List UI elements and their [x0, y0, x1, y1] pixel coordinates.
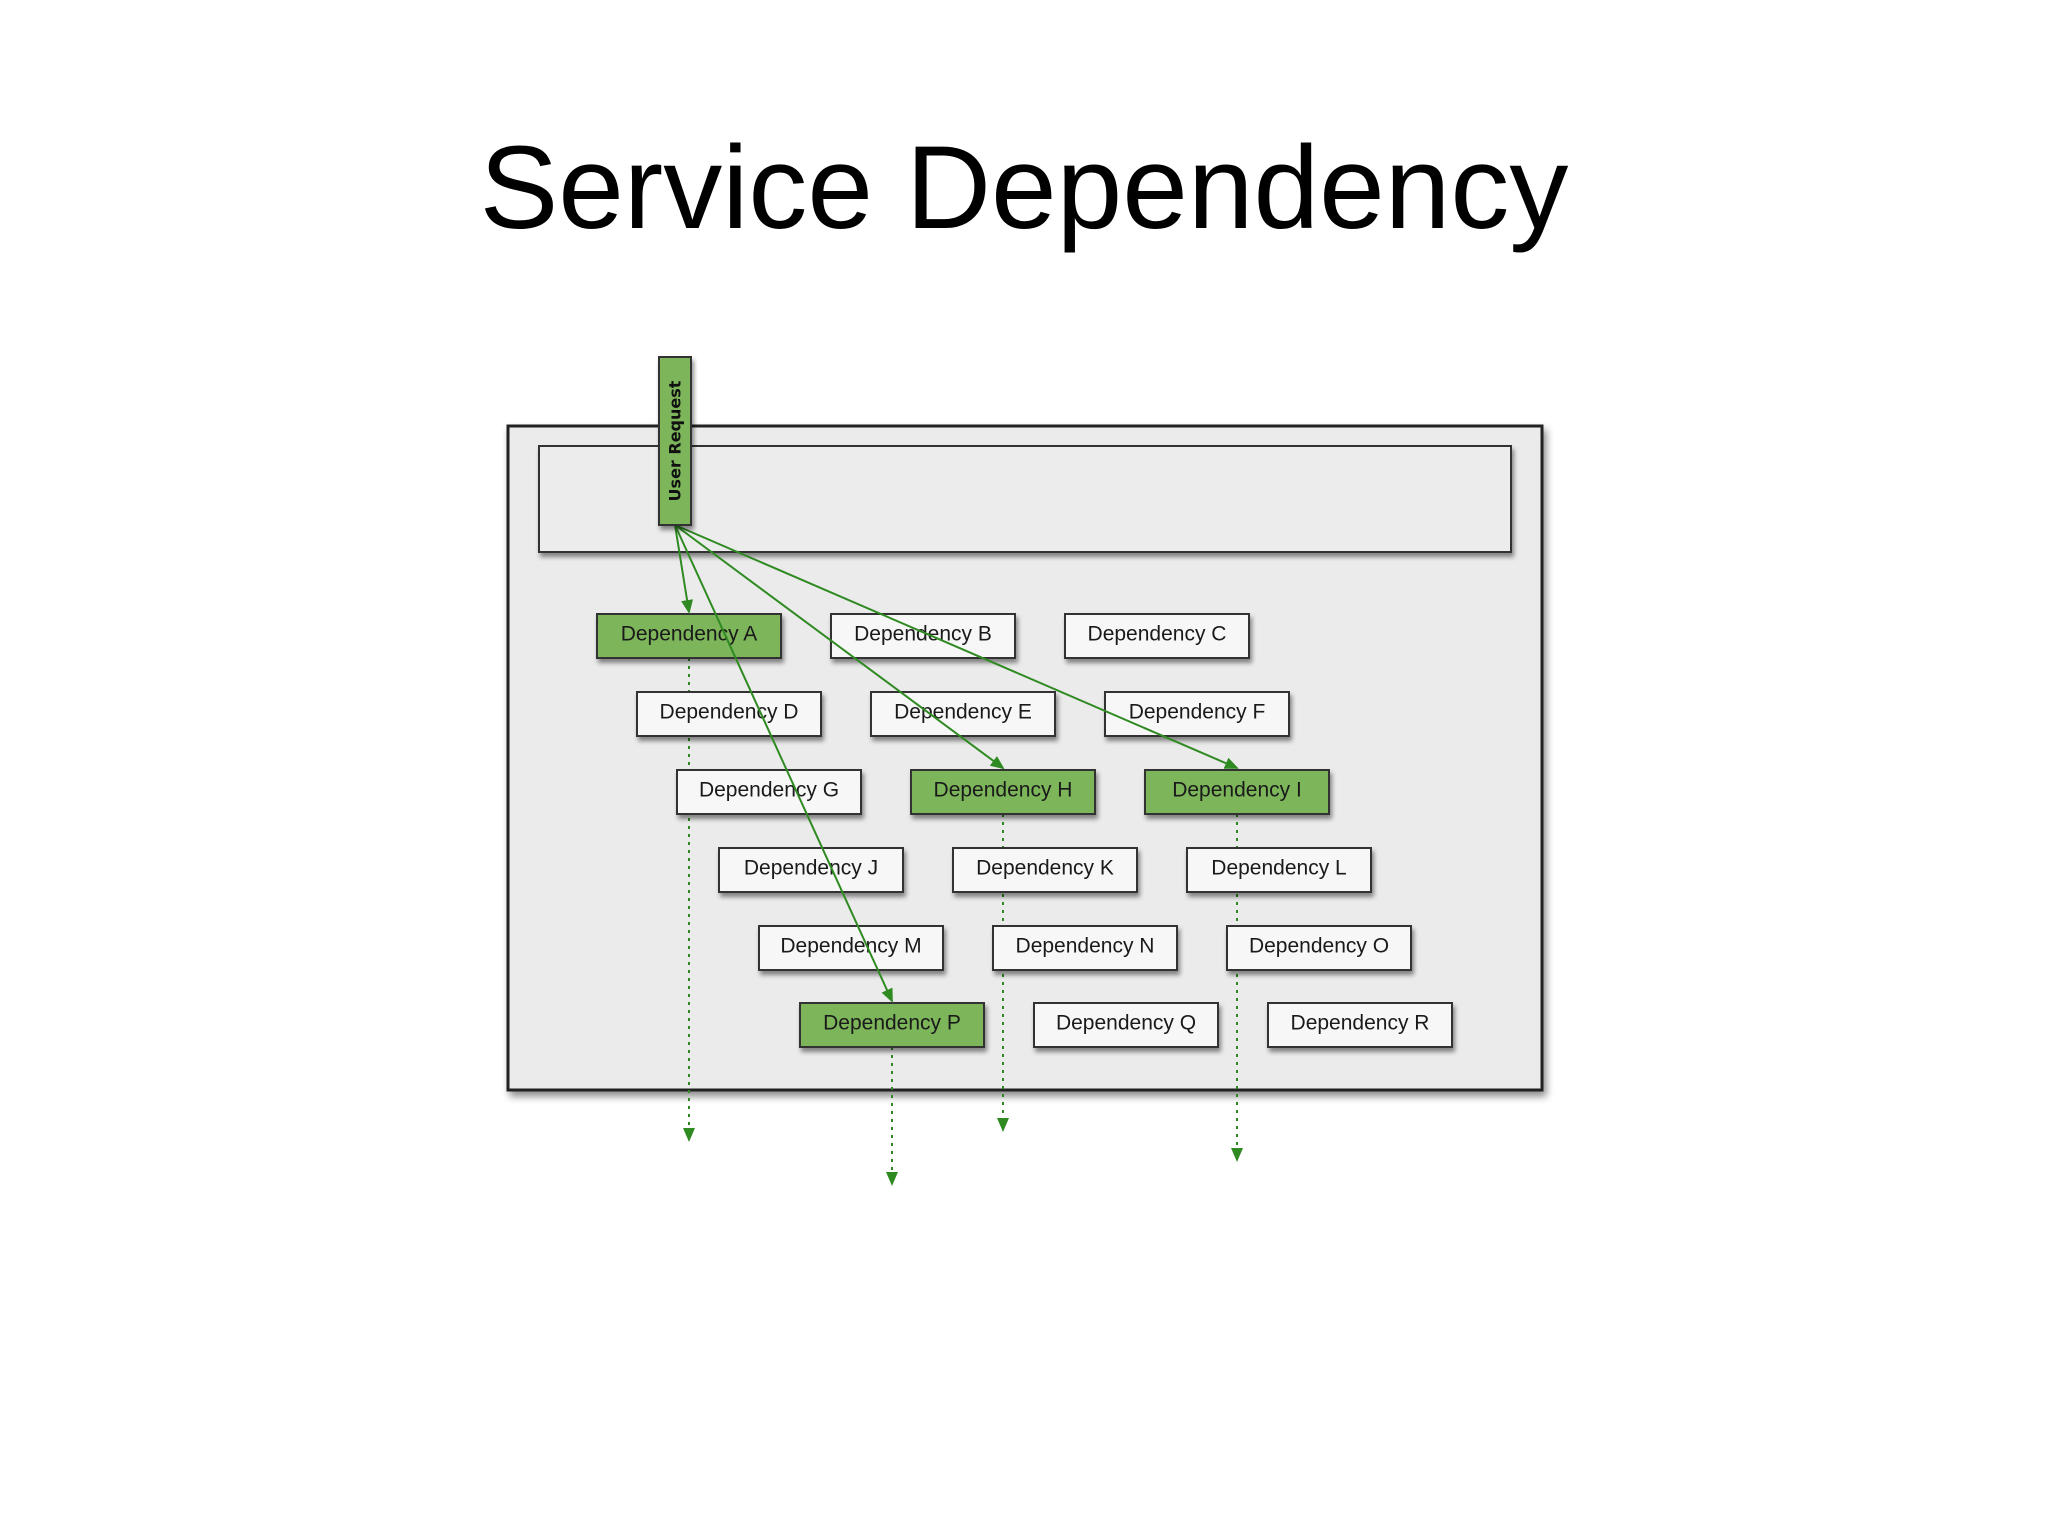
- user-request-label: User Request: [666, 380, 685, 501]
- dependency-label-p: Dependency P: [823, 1012, 961, 1035]
- dependency-box-a: [596, 613, 782, 659]
- dependency-node-f: Dependency F: [1104, 691, 1290, 737]
- dependency-label-c: Dependency C: [1088, 623, 1227, 646]
- dependency-node-i: Dependency I: [1144, 769, 1330, 815]
- dependency-label-o: Dependency O: [1249, 935, 1389, 958]
- dependency-box-o: [1226, 925, 1412, 971]
- dependency-node-q: Dependency Q: [1033, 1002, 1219, 1048]
- dependency-node-m: Dependency M: [758, 925, 944, 971]
- application-header-panel: [538, 445, 1512, 553]
- dependency-label-a: Dependency A: [621, 623, 758, 646]
- dependency-box-n: [992, 925, 1178, 971]
- dependency-node-e: Dependency E: [870, 691, 1056, 737]
- dependency-box-g: [676, 769, 862, 815]
- dependency-node-p: Dependency P: [799, 1002, 985, 1048]
- request-arrow-to-i: [674, 524, 1239, 769]
- user-request-node: User Request: [658, 356, 692, 526]
- dependency-label-d: Dependency D: [660, 701, 799, 724]
- dependency-node-o: Dependency O: [1226, 925, 1412, 971]
- dependency-box-p: [799, 1002, 985, 1048]
- dependency-box-i: [1144, 769, 1330, 815]
- dependency-label-g: Dependency G: [699, 779, 839, 802]
- dependency-node-r: Dependency R: [1267, 1002, 1453, 1048]
- dependency-box-k: [952, 847, 1138, 893]
- dependency-node-g: Dependency G: [676, 769, 862, 815]
- dependency-label-j: Dependency J: [744, 857, 878, 880]
- dependency-label-i: Dependency I: [1172, 779, 1302, 802]
- dependency-box-b: [830, 613, 1016, 659]
- dependency-box-e: [870, 691, 1056, 737]
- dependency-label-b: Dependency B: [854, 623, 992, 646]
- slide-title: Service Dependency: [479, 122, 1569, 254]
- dependency-node-d: Dependency D: [636, 691, 822, 737]
- dependency-node-l: Dependency L: [1186, 847, 1372, 893]
- dependency-node-n: Dependency N: [992, 925, 1178, 971]
- dependency-label-m: Dependency M: [780, 935, 921, 958]
- dependency-label-f: Dependency F: [1129, 701, 1266, 724]
- dependency-box-d: [636, 691, 822, 737]
- request-arrow-to-h: [674, 524, 1005, 770]
- dependency-box-l: [1186, 847, 1372, 893]
- dependency-label-q: Dependency Q: [1056, 1012, 1196, 1035]
- dependency-node-c: Dependency C: [1064, 613, 1250, 659]
- dependency-label-r: Dependency R: [1291, 1012, 1430, 1035]
- dependency-box-q: [1033, 1002, 1219, 1048]
- request-arrow-to-p: [674, 524, 893, 1003]
- dependency-node-a: Dependency A: [596, 613, 782, 659]
- dependency-box-c: [1064, 613, 1250, 659]
- user-request-box: [658, 356, 692, 526]
- dependency-node-b: Dependency B: [830, 613, 1016, 659]
- dependency-label-h: Dependency H: [934, 779, 1073, 802]
- dependency-label-k: Dependency K: [976, 857, 1114, 880]
- dependency-box-m: [758, 925, 944, 971]
- dependency-node-j: Dependency J: [718, 847, 904, 893]
- dependency-node-h: Dependency H: [910, 769, 1096, 815]
- dependency-label-n: Dependency N: [1016, 935, 1155, 958]
- dependency-label-e: Dependency E: [894, 701, 1032, 724]
- dependency-box-j: [718, 847, 904, 893]
- dependency-box-r: [1267, 1002, 1453, 1048]
- dependency-node-k: Dependency K: [952, 847, 1138, 893]
- dependency-box-f: [1104, 691, 1290, 737]
- request-arrow-to-a: [674, 524, 694, 614]
- dependency-box-h: [910, 769, 1096, 815]
- dependency-label-l: Dependency L: [1211, 857, 1346, 880]
